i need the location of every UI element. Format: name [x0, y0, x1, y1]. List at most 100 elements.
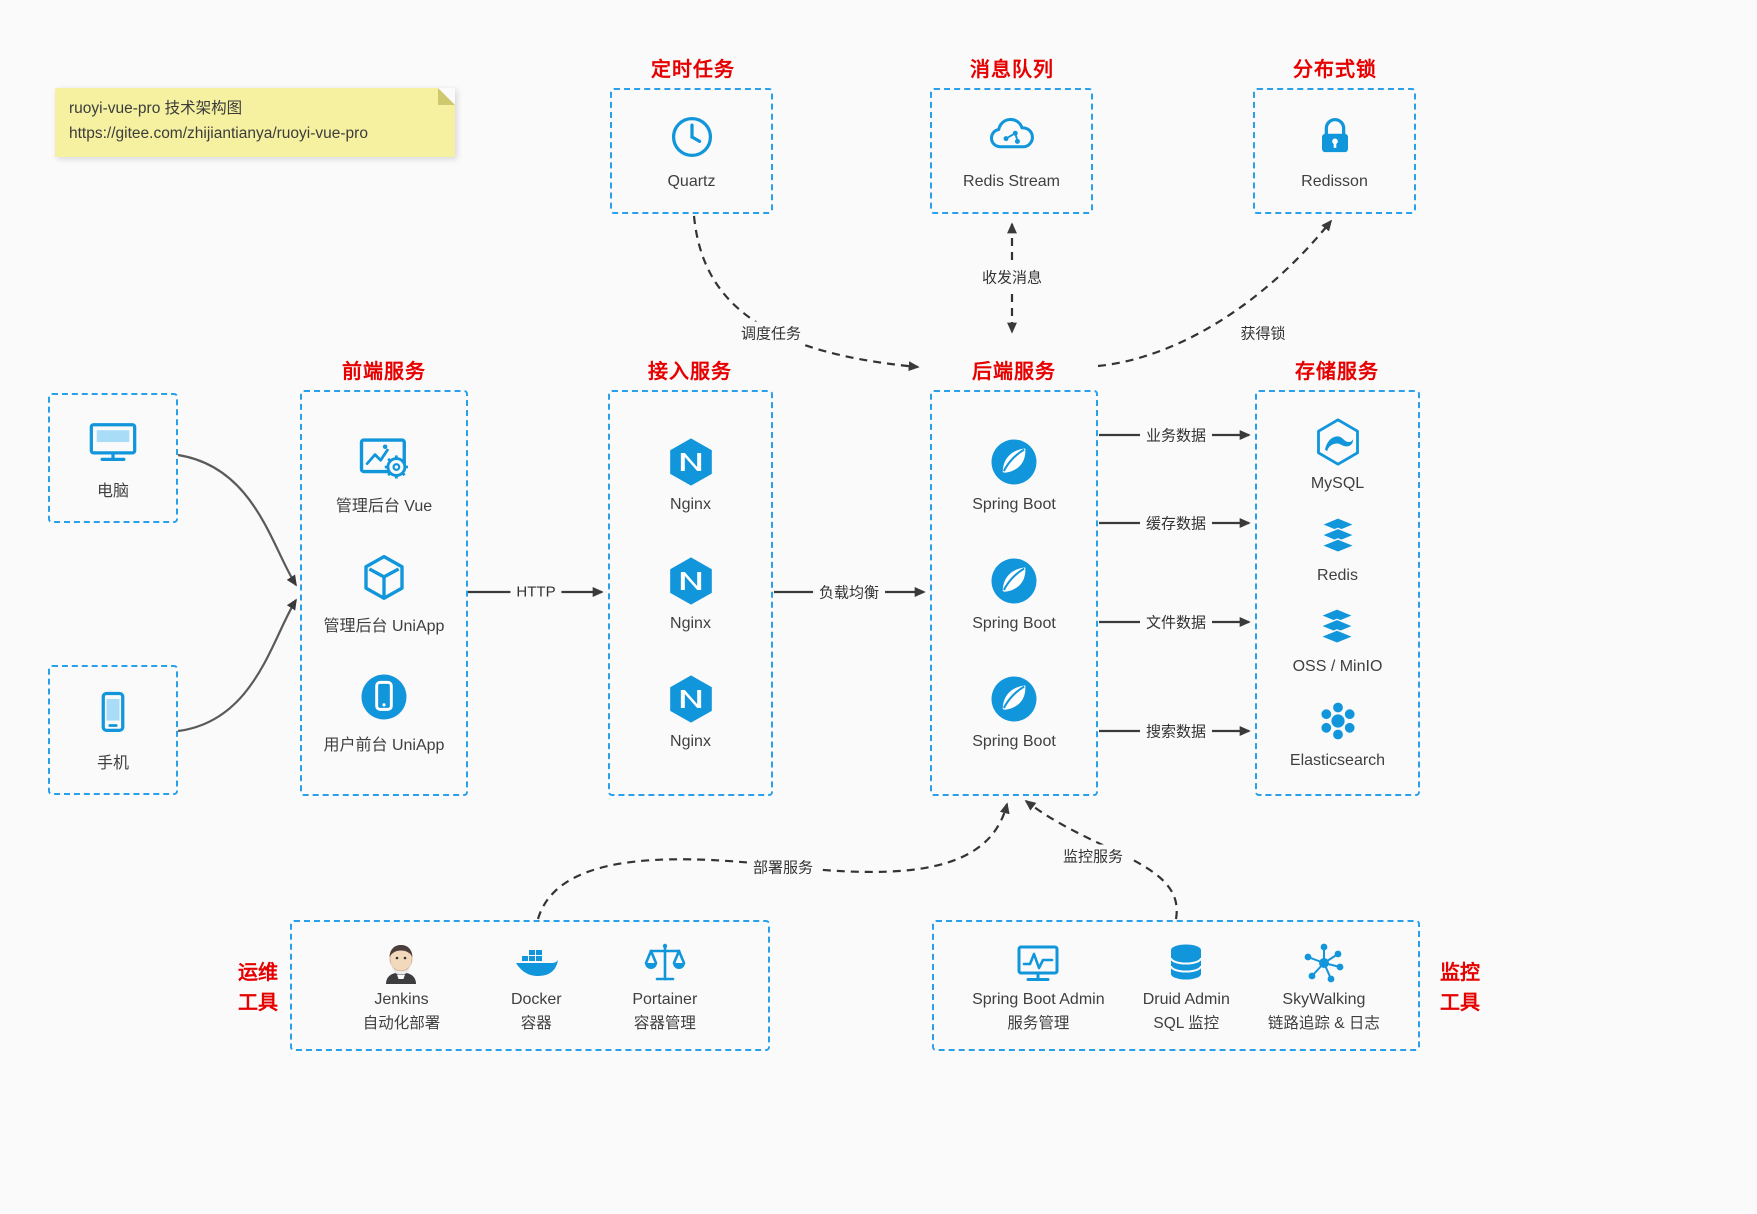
skywalking-name: SkyWalking	[1282, 990, 1366, 1008]
edge-label-business-data: 业务数据	[1139, 423, 1213, 447]
uniapp-user-icon	[357, 670, 411, 724]
phone-icon	[87, 687, 139, 739]
note-title: ruoyi-vue-pro 技术架构图	[69, 100, 243, 117]
skywalking-desc: 链路追踪 & 日志	[1267, 1014, 1380, 1032]
edge-label-cache-data: 缓存数据	[1139, 511, 1213, 535]
jenkins-item: Jenkins 自动化部署	[362, 939, 441, 1033]
title-note: ruoyi-vue-pro 技术架构图 https://gitee.com/zh…	[55, 88, 455, 157]
edge-label-schedule-task: 调度任务	[734, 321, 808, 345]
portainer-item: Portainer 容器管理	[632, 939, 697, 1033]
spring-boot-admin-item: Spring Boot Admin 服务管理	[972, 939, 1105, 1033]
druid-admin-name: Druid Admin	[1142, 990, 1230, 1008]
spring-boot-admin-icon	[1014, 939, 1062, 987]
section-title-gateway: 接入服务	[648, 361, 732, 383]
section-title-message-queue: 消息队列	[970, 59, 1054, 81]
edge-label-deploy-service: 部署服务	[746, 855, 820, 879]
nginx-icon	[664, 435, 718, 489]
spring-boot-label: Spring Boot	[972, 496, 1056, 514]
jenkins-name: Jenkins	[374, 990, 429, 1008]
mobile-label: 手机	[96, 755, 129, 772]
spring-boot-label: Spring Boot	[972, 732, 1056, 750]
portainer-icon	[641, 939, 689, 987]
section-title-frontend: 前端服务	[342, 361, 426, 383]
frontend-item-label: 管理后台 UniApp	[323, 617, 445, 635]
uniapp-box-icon	[357, 551, 411, 605]
vue-admin-icon	[357, 431, 411, 485]
quartz-label: Quartz	[667, 173, 716, 190]
redisson-label: Redisson	[1301, 173, 1368, 190]
spring-boot-icon	[987, 672, 1041, 726]
mysql-label: MySQL	[1310, 475, 1365, 493]
docker-desc: 容器	[520, 1014, 552, 1032]
redis-label: Redis	[1317, 566, 1358, 584]
edge-label-acquire-lock: 获得锁	[1234, 321, 1292, 345]
edge-label-send-receive-message: 收发消息	[975, 265, 1049, 289]
nginx-label: Nginx	[670, 732, 711, 750]
monitoring-tools-box: Spring Boot Admin 服务管理 Druid Admin SQL 监…	[932, 920, 1420, 1051]
druid-admin-desc: SQL 监控	[1153, 1014, 1220, 1032]
spring-boot-admin-name: Spring Boot Admin	[972, 990, 1105, 1008]
backend-box: Spring Boot Spring Boot Spring Boot	[930, 390, 1098, 796]
spring-boot-item: Spring Boot	[972, 672, 1056, 751]
gateway-box: Nginx Nginx Nginx	[608, 390, 773, 796]
frontend-item-uniapp-user: 用户前台 UniApp	[323, 670, 445, 755]
oss-stack-icon	[1314, 605, 1360, 651]
mysql-item: MySQL	[1311, 416, 1364, 493]
section-title-ops-tools: 运维工具	[238, 962, 278, 1014]
edge-label-load-balance: 负载均衡	[812, 580, 886, 604]
section-title-storage: 存储服务	[1295, 361, 1379, 383]
elasticsearch-icon	[1314, 697, 1362, 745]
jenkins-desc: 自动化部署	[362, 1014, 441, 1032]
desktop-label: 电脑	[96, 483, 129, 500]
docker-item: Docker 容器	[511, 939, 562, 1033]
redis-stream-box: Redis Stream	[930, 88, 1093, 214]
skywalking-item: SkyWalking 链路追踪 & 日志	[1268, 939, 1380, 1033]
nginx-item: Nginx	[664, 435, 718, 514]
section-title-monitoring-tools: 监控工具	[1440, 962, 1480, 1014]
mobile-client-box: 手机	[48, 665, 178, 795]
oss-minio-label: OSS / MinIO	[1292, 658, 1383, 676]
spring-boot-item: Spring Boot	[972, 554, 1056, 633]
redis-item: Redis	[1315, 514, 1361, 585]
section-title-distributed-lock: 分布式锁	[1293, 59, 1377, 81]
edge-label-monitor-service: 监控服务	[1056, 844, 1130, 868]
docker-name: Docker	[510, 990, 562, 1008]
frontend-item-label: 用户前台 UniApp	[323, 737, 445, 755]
oss-minio-item: OSS / MinIO	[1292, 605, 1383, 676]
jenkins-icon	[377, 939, 425, 987]
docker-icon	[512, 939, 560, 987]
section-title-backend: 后端服务	[972, 361, 1056, 383]
note-fold-corner	[438, 88, 455, 105]
frontend-item-vue-admin: 管理后台 Vue	[336, 431, 432, 516]
spring-boot-label: Spring Boot	[972, 614, 1056, 632]
section-title-scheduled-tasks: 定时任务	[651, 59, 735, 81]
edge-label-http: HTTP	[510, 582, 562, 602]
edge-label-search-data: 搜索数据	[1139, 719, 1213, 743]
portainer-name: Portainer	[632, 990, 698, 1008]
mysql-icon	[1312, 416, 1364, 468]
frontend-item-uniapp-admin: 管理后台 UniApp	[323, 551, 445, 636]
elasticsearch-item: Elasticsearch	[1290, 697, 1385, 770]
frontend-item-label: 管理后台 Vue	[335, 497, 433, 515]
nginx-item: Nginx	[664, 554, 718, 633]
nginx-label: Nginx	[670, 496, 711, 514]
druid-database-icon	[1162, 939, 1210, 987]
portainer-desc: 容器管理	[633, 1014, 696, 1032]
spring-boot-icon	[987, 435, 1041, 489]
druid-admin-item: Druid Admin SQL 监控	[1143, 939, 1230, 1033]
redis-stack-icon	[1315, 514, 1361, 560]
lock-icon	[1309, 111, 1361, 163]
nginx-icon	[664, 554, 718, 608]
desktop-icon	[87, 415, 139, 467]
cloud-stream-icon	[986, 111, 1038, 163]
nginx-label: Nginx	[670, 614, 711, 632]
frontend-box: 管理后台 Vue 管理后台 UniApp 用户前台 UniApp	[300, 390, 468, 796]
elasticsearch-label: Elasticsearch	[1289, 751, 1386, 769]
nginx-item: Nginx	[664, 672, 718, 751]
desktop-client-box: 电脑	[48, 393, 178, 523]
spring-boot-icon	[987, 554, 1041, 608]
redisson-box: Redisson	[1253, 88, 1416, 214]
note-url: https://gitee.com/zhijiantianya/ruoyi-vu…	[69, 124, 368, 142]
